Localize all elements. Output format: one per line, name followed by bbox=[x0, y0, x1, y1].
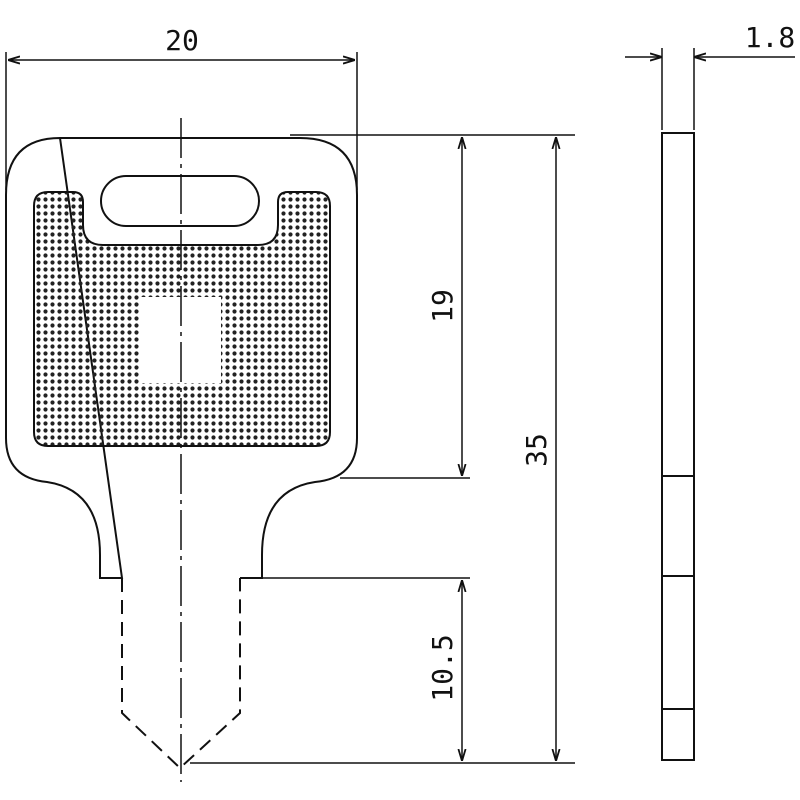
dimension-total-length: 35 bbox=[520, 137, 556, 761]
key-front-view bbox=[5, 118, 358, 782]
key-outline bbox=[5, 136, 358, 579]
dimension-blade-length-label: 10.5 bbox=[426, 634, 459, 701]
key-ring-slot bbox=[100, 175, 260, 227]
dimension-width: 20 bbox=[5, 24, 358, 190]
dimension-blade-length: 10.5 bbox=[426, 580, 462, 761]
dimension-head-height-label: 19 bbox=[426, 289, 459, 323]
dimension-thickness: 1.8 bbox=[625, 21, 795, 130]
dimension-head-height: 19 bbox=[426, 137, 462, 476]
dimension-thickness-label: 1.8 bbox=[745, 21, 796, 54]
key-side-view bbox=[661, 132, 695, 761]
dimension-width-label: 20 bbox=[165, 24, 199, 57]
dimension-total-length-label: 35 bbox=[520, 433, 553, 467]
side-profile bbox=[661, 132, 695, 761]
key-blade bbox=[121, 578, 241, 770]
